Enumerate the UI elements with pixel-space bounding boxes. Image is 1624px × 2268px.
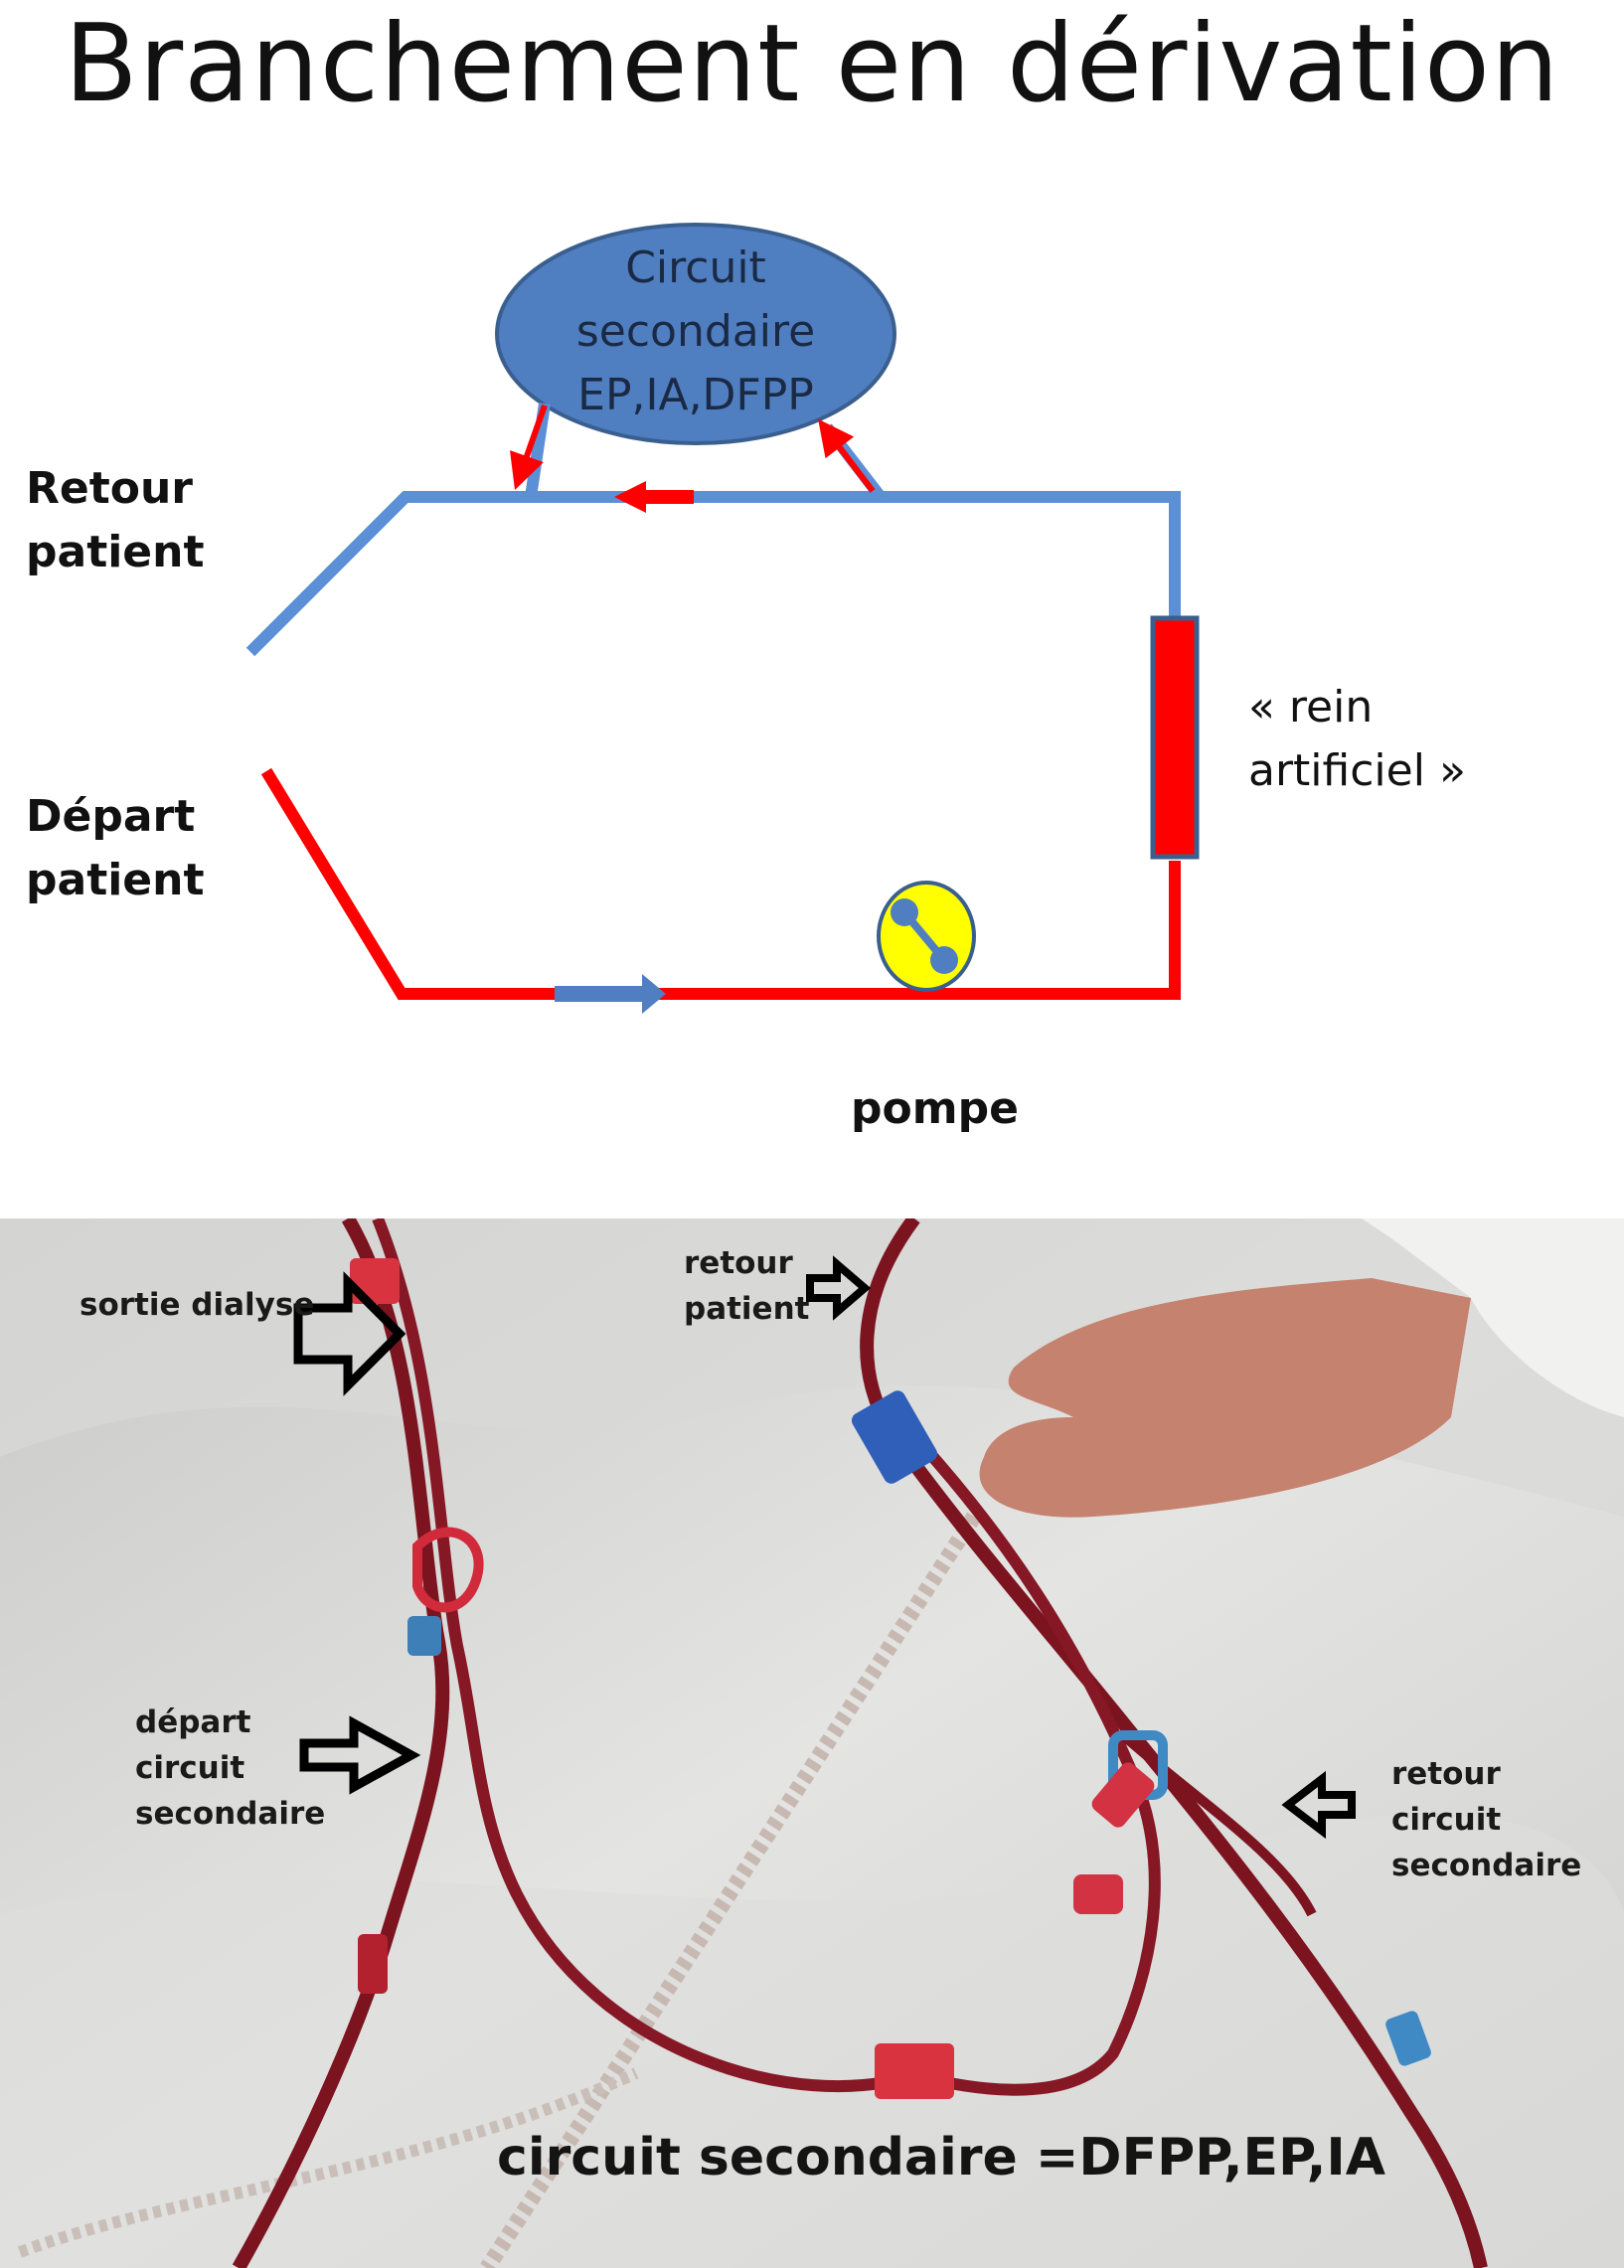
sortie-dialyse-label: sortie dialyse [80, 1287, 315, 1323]
retour-circuit-secondaire-label: retour circuit secondaire [1391, 1756, 1582, 1883]
pompe-label: pompe [851, 1083, 1019, 1134]
flow-arrow-blue-body [646, 490, 694, 504]
artificial-kidney [1150, 615, 1200, 860]
retour-patient-label: Retour patient [26, 463, 205, 577]
retour-patient-photo-label: retour patient [684, 1245, 810, 1327]
arrow-inlet [818, 418, 876, 493]
photo-caption: circuit secondaire =DFPP,EP,IA [497, 2128, 1385, 2187]
flow-arrow-blue-head [614, 481, 646, 513]
page-title: Branchement en dérivation [64, 2, 1560, 126]
arrow-depart-circuit [299, 1715, 421, 1795]
arrow-retour-circuit [1281, 1770, 1356, 1840]
photo-illustration [0, 1218, 1624, 2268]
departure-line-red [260, 767, 1181, 1000]
arrow-sortie-dialyse [293, 1271, 406, 1396]
pump-roller-1 [891, 898, 918, 926]
secondary-circuit-ellipse [495, 223, 896, 445]
flow-arrow-red-head [642, 974, 666, 1014]
arrow-outlet [510, 405, 548, 490]
secondary-circuit-label: Circuit secondaire EP,IA,DFPP [575, 243, 816, 420]
arrow-retour-patient [806, 1255, 872, 1321]
rein-artificiel-label: « rein artificiel » [1248, 682, 1466, 796]
pump-roller-2 [930, 946, 958, 974]
circuit-diagram [245, 223, 1200, 1014]
depart-patient-label: Départ patient [26, 791, 205, 905]
return-line-blue [245, 491, 1181, 657]
dialysis-tubing-photo: sortie dialyse retour patient départ cir… [0, 1218, 1624, 2268]
depart-circuit-secondaire-label: départ circuit secondaire [135, 1704, 326, 1832]
flow-arrow-red-body [555, 986, 644, 1002]
